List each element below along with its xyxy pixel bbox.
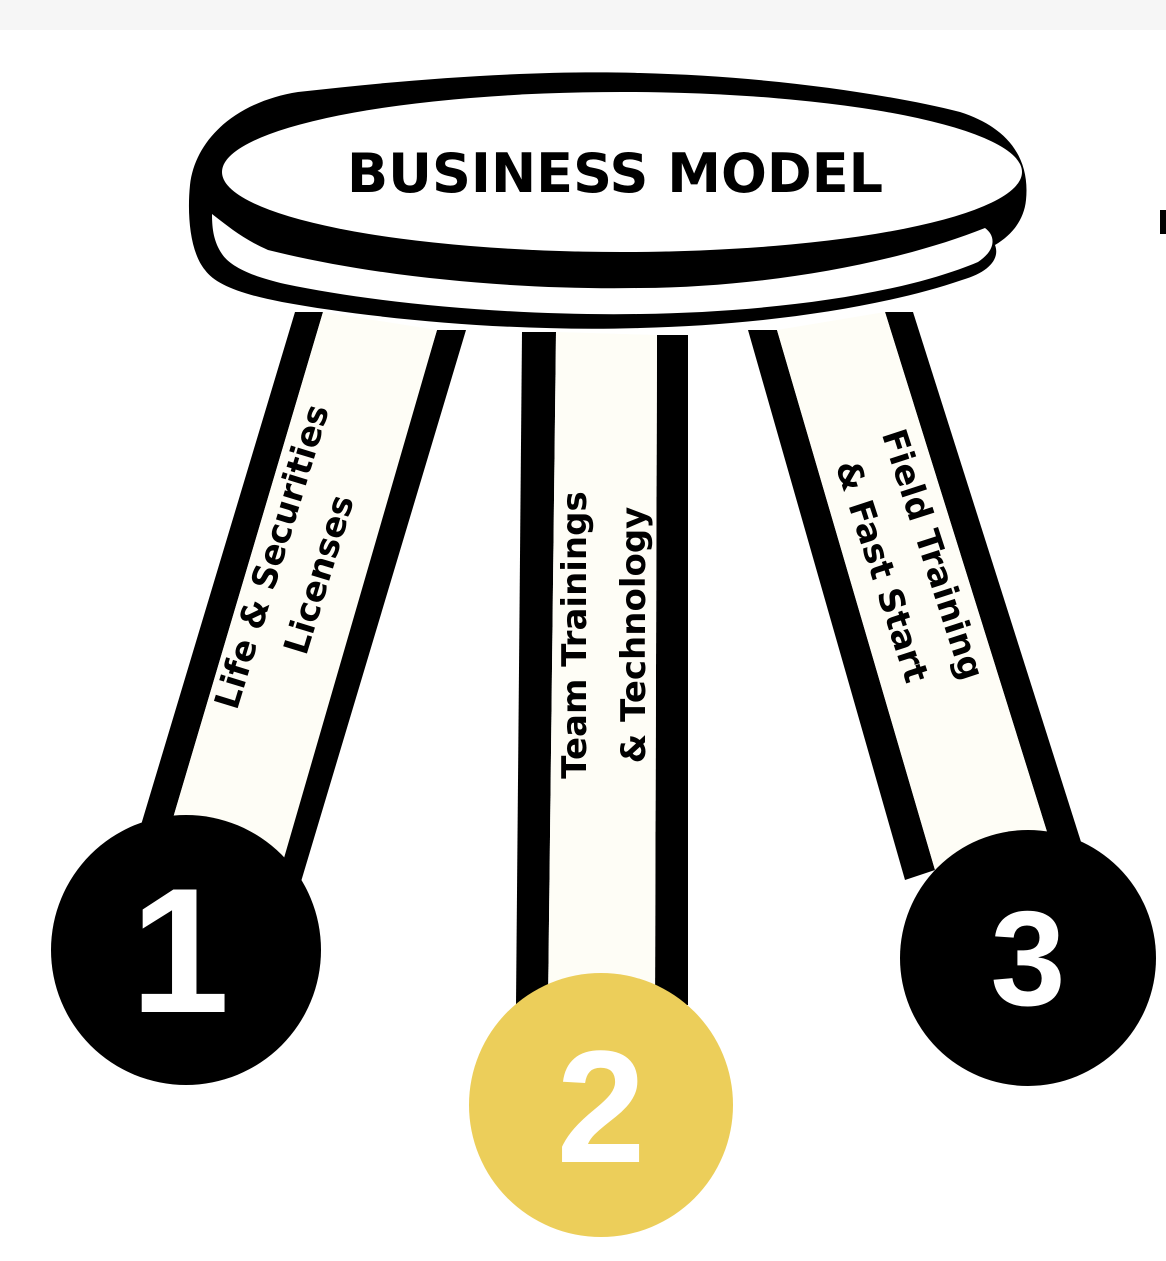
leg-2-label-line-2: & Technology (614, 507, 654, 764)
leg-1 (138, 312, 466, 885)
stool-seat (188, 72, 1027, 329)
leg-2-label-line-1: Team Trainings (555, 491, 595, 778)
foot-2-number: 2 (557, 1017, 646, 1196)
foot-3-circle (900, 830, 1156, 1086)
leg-2 (516, 332, 688, 1005)
diagram-title: BUSINESS MODEL (347, 142, 883, 205)
leg-3 (748, 312, 1082, 880)
foot-1-number: 1 (131, 851, 230, 1050)
edge-mark (1160, 210, 1166, 234)
seat-top (222, 92, 1022, 252)
top-margin (0, 0, 1166, 30)
foot-2: 2 (469, 973, 733, 1237)
foot-2-circle (469, 973, 733, 1237)
foot-3: 3 (900, 830, 1156, 1086)
foot-1-circle (51, 815, 321, 1085)
foot-1: 1 (51, 815, 321, 1085)
foot-3-number: 3 (990, 883, 1065, 1034)
